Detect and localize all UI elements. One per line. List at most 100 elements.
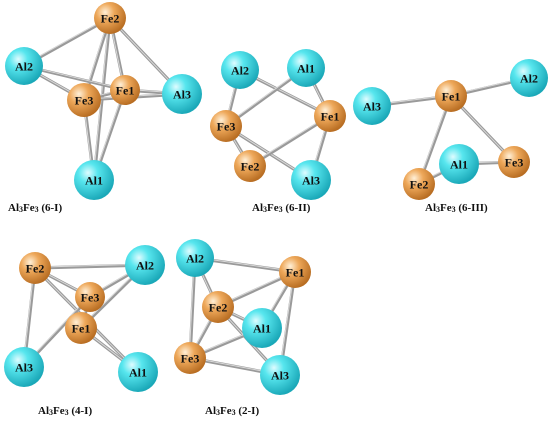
aluminum-atom-sphere xyxy=(221,51,259,89)
aluminum-atom-sphere xyxy=(5,47,43,85)
atom-al3: Al3 xyxy=(291,160,331,200)
atom-label: Fe3 xyxy=(75,94,94,108)
iron-atom-sphere xyxy=(67,83,101,117)
atom-al2: Al2 xyxy=(125,245,165,285)
iron-atom-sphere xyxy=(210,110,242,142)
atom-fe1: Fe1 xyxy=(314,100,346,132)
atom-label: Al1 xyxy=(297,62,315,76)
iron-atom-sphere xyxy=(19,252,51,284)
atom-label: Fe1 xyxy=(442,90,461,104)
atom-label: Fe2 xyxy=(101,12,120,26)
atom-label: Fe2 xyxy=(241,160,260,174)
atom-fe3: Fe3 xyxy=(174,342,206,374)
atom-label: Al1 xyxy=(253,322,271,336)
atom-label: Al3 xyxy=(363,100,381,114)
atom-label: Al3 xyxy=(271,369,289,383)
atom-label: Fe2 xyxy=(410,178,429,192)
caption-4-I: Al3Fe3 (4-I) xyxy=(38,405,93,417)
iron-atom-sphere xyxy=(314,100,346,132)
atom-al3: Al3 xyxy=(353,87,391,125)
aluminum-atom-sphere xyxy=(125,245,165,285)
atom-al2: Al2 xyxy=(510,59,548,97)
atom-al1: Al1 xyxy=(242,308,282,348)
atom-label: Al1 xyxy=(85,174,103,188)
atom-label: Fe3 xyxy=(81,291,100,305)
aluminum-atom-sphere xyxy=(353,87,391,125)
atom-fe3: Fe3 xyxy=(498,146,530,178)
atom-al1: Al1 xyxy=(74,160,114,200)
iron-atom-sphere xyxy=(94,2,126,34)
atom-label: Fe3 xyxy=(181,352,200,366)
iron-atom-sphere xyxy=(403,168,435,200)
iron-atom-sphere xyxy=(202,291,234,323)
caption-6-II: Al3Fe3 (6-II) xyxy=(252,202,311,214)
atom-label: Al3 xyxy=(302,174,320,188)
atom-fe2: Fe2 xyxy=(403,168,435,200)
aluminum-atom-sphere xyxy=(242,308,282,348)
atom-label: Al3 xyxy=(15,361,33,375)
aluminum-atom-sphere xyxy=(176,239,214,277)
aluminum-atom-sphere xyxy=(287,49,325,87)
atom-fe2: Fe2 xyxy=(202,291,234,323)
atom-fe1: Fe1 xyxy=(110,75,140,105)
caption-2-I: Al3Fe3 (2-I) xyxy=(205,405,260,417)
atom-label: Al2 xyxy=(15,60,33,74)
atom-fe3: Fe3 xyxy=(75,282,105,312)
atom-al2: Al2 xyxy=(221,51,259,89)
atom-fe3: Fe3 xyxy=(210,110,242,142)
atom-fe3: Fe3 xyxy=(67,83,101,117)
iron-atom-sphere xyxy=(65,312,97,344)
atom-label: Fe1 xyxy=(286,266,305,280)
caption-6-I: Al3Fe3 (6-I) xyxy=(8,202,63,214)
atom-al3: Al3 xyxy=(4,347,44,387)
atom-label: Fe3 xyxy=(217,120,236,134)
atom-fe2: Fe2 xyxy=(19,252,51,284)
aluminum-atom-sphere xyxy=(162,74,202,114)
atom-label: Fe2 xyxy=(209,301,228,315)
aluminum-atom-sphere xyxy=(510,59,548,97)
atom-label: Al2 xyxy=(520,72,538,86)
atom-al1: Al1 xyxy=(118,352,158,392)
iron-atom-sphere xyxy=(498,146,530,178)
atom-fe2: Fe2 xyxy=(94,2,126,34)
iron-atom-sphere xyxy=(279,256,311,288)
atom-fe2: Fe2 xyxy=(234,150,266,182)
atom-label: Fe1 xyxy=(321,110,340,124)
atom-label: Al1 xyxy=(450,158,468,172)
aluminum-atom-sphere xyxy=(291,160,331,200)
atom-label: Fe2 xyxy=(26,262,45,276)
aluminum-atom-sphere xyxy=(439,144,479,184)
atom-label: Al2 xyxy=(136,259,154,273)
iron-atom-sphere xyxy=(435,80,467,112)
atom-label: Fe1 xyxy=(72,322,91,336)
iron-atom-sphere xyxy=(75,282,105,312)
iron-atom-sphere xyxy=(110,75,140,105)
atom-label: Al1 xyxy=(129,366,147,380)
atom-label: Al3 xyxy=(173,88,191,102)
atom-al2: Al2 xyxy=(176,239,214,277)
aluminum-atom-sphere xyxy=(260,355,300,395)
atom-al2: Al2 xyxy=(5,47,43,85)
iron-atom-sphere xyxy=(174,342,206,374)
atom-al3: Al3 xyxy=(162,74,202,114)
aluminum-atom-sphere xyxy=(4,347,44,387)
atom-fe1: Fe1 xyxy=(435,80,467,112)
caption-6-III: Al3Fe3 (6-III) xyxy=(425,202,488,214)
atom-label: Al2 xyxy=(231,64,249,78)
aluminum-atom-sphere xyxy=(74,160,114,200)
atom-label: Fe3 xyxy=(505,156,524,170)
aluminum-atom-sphere xyxy=(118,352,158,392)
atom-fe1: Fe1 xyxy=(279,256,311,288)
atom-label: Fe1 xyxy=(116,84,135,98)
atom-label: Al2 xyxy=(186,252,204,266)
atom-al3: Al3 xyxy=(260,355,300,395)
atom-fe1: Fe1 xyxy=(65,312,97,344)
atom-al1: Al1 xyxy=(439,144,479,184)
atom-al1: Al1 xyxy=(287,49,325,87)
